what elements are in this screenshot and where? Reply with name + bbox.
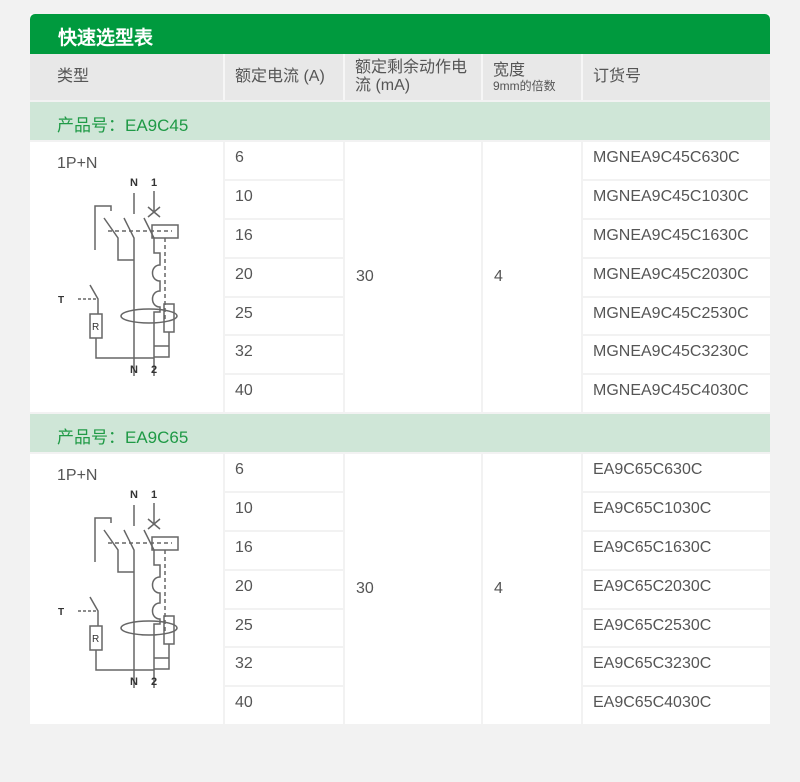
order-number: EA9C65C2530C — [583, 610, 770, 649]
header-order: 订货号 — [593, 68, 642, 85]
group-header: 产品号：EA9C65 — [30, 412, 770, 452]
current-value: 16 — [225, 532, 343, 571]
current-value: 25 — [225, 298, 343, 337]
diagram-label: 2 — [151, 676, 157, 688]
order-number: MGNEA9C45C2530C — [583, 298, 770, 337]
diagram-label: 2 — [151, 364, 157, 376]
diagram-label: N — [130, 177, 138, 189]
diagram-label: 1 — [151, 177, 157, 189]
header-residual: 额定剩余动作电流 (mA) — [345, 54, 483, 100]
order-number: MGNEA9C45C3230C — [583, 336, 770, 376]
order-number: MGNEA9C45C1630C — [583, 220, 770, 259]
residual-cell: 30 — [345, 142, 483, 412]
current-value: 10 — [225, 181, 343, 220]
diagram-label: 1 — [151, 489, 157, 501]
diagram-label: N — [130, 489, 138, 501]
current-value: 40 — [235, 694, 253, 712]
diagram-label: R — [92, 634, 99, 645]
order-number: EA9C65C630C — [583, 454, 770, 493]
current-value: 32 — [225, 648, 343, 688]
header-width-label: 宽度 — [493, 61, 526, 79]
order-number: MGNEA9C45C630C — [583, 142, 770, 181]
order-number: MGNEA9C45C4030C — [593, 382, 749, 400]
current-value: 10 — [225, 493, 343, 532]
table-title: 快速选型表 — [30, 14, 770, 54]
type-cell: 1P+N N 1 T R N 2 — [30, 142, 225, 412]
type-cell: 1P+N N 1 T R N 2 — [30, 454, 225, 724]
order-number: EA9C65C2030C — [583, 571, 770, 610]
width-cell: 4 — [483, 454, 583, 724]
header-width-sub: 9mm的倍数 — [493, 78, 556, 93]
order-number: EA9C65C1630C — [583, 532, 770, 571]
width-cell: 4 — [483, 142, 583, 412]
diagram-label: R — [92, 322, 99, 333]
diagram-label: T — [58, 607, 64, 618]
circuit-diagram-icon: N 1 T R N 2 — [58, 177, 179, 376]
current-value: 20 — [225, 571, 343, 610]
order-number: EA9C65C3230C — [583, 648, 770, 688]
header-type: 类型 — [30, 54, 225, 100]
order-number: MGNEA9C45C2030C — [583, 259, 770, 298]
type-label: 1P+N — [57, 467, 98, 484]
diagram-label: N — [130, 676, 138, 688]
order-number: EA9C65C1030C — [583, 493, 770, 532]
current-value: 25 — [225, 610, 343, 649]
current-value: 16 — [225, 220, 343, 259]
order-number: MGNEA9C45C1030C — [583, 181, 770, 220]
current-value: 40 — [235, 382, 253, 400]
header-current: 额定电流 (A) — [225, 54, 345, 100]
type-label: 1P+N — [57, 155, 98, 172]
diagram-label: N — [130, 364, 138, 376]
residual-cell: 30 — [345, 454, 483, 724]
current-value: 20 — [225, 259, 343, 298]
circuit-diagram-icon: N 1 T R N 2 — [58, 489, 179, 688]
current-value: 6 — [225, 142, 343, 181]
diagram-label: T — [58, 295, 64, 306]
current-value: 6 — [225, 454, 343, 493]
group-header: 产品号：EA9C45 — [30, 100, 770, 140]
order-number: EA9C65C4030C — [593, 694, 712, 712]
current-value: 32 — [225, 336, 343, 376]
